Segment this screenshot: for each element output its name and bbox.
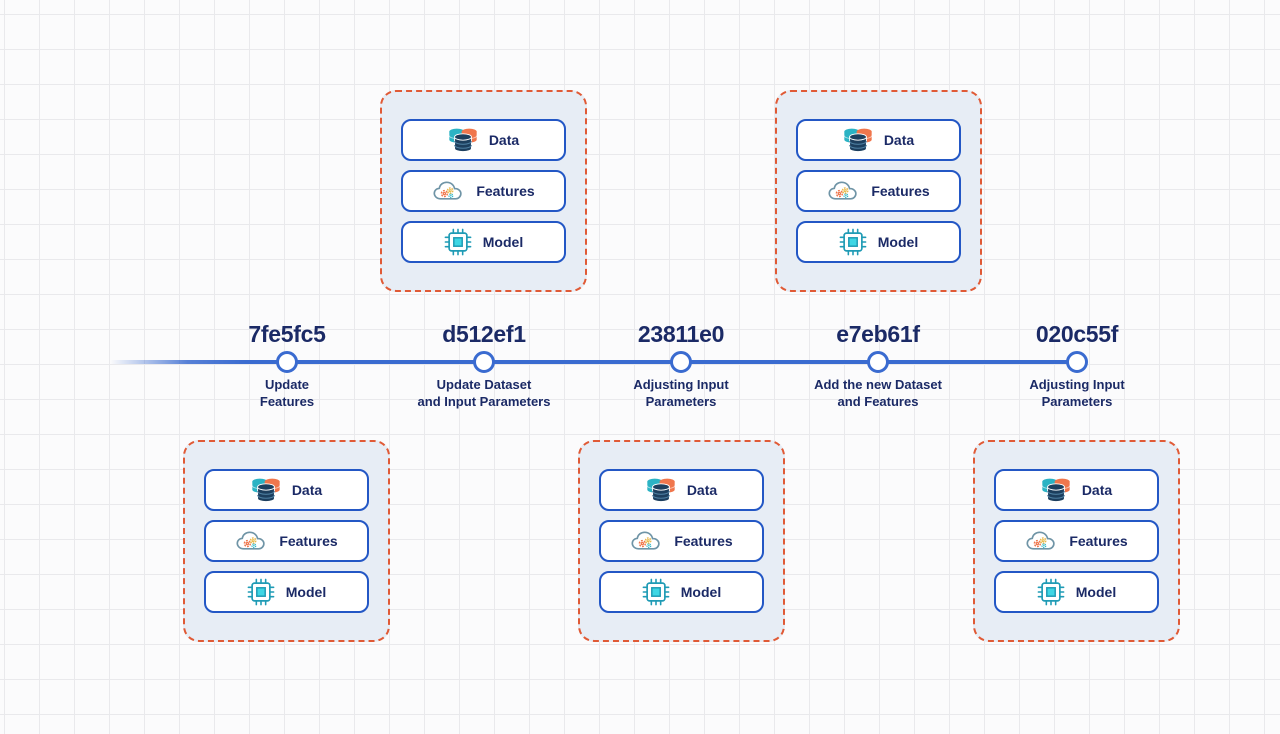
card-item-label: Features [1069,533,1128,549]
card-item-model: Model [401,221,566,263]
cpu-chip-icon [444,228,472,256]
card-item-label: Model [680,584,722,600]
commit-description: Adjusting Input Parameters [1029,377,1125,409]
card-item-model: Model [796,221,961,263]
card-item-label: Model [285,584,327,600]
cpu-chip-icon [642,578,670,606]
commit-description: Add the new Dataset and Features [814,377,942,409]
card-item-label: Data [488,132,520,148]
card-item-label: Features [279,533,338,549]
cloud-gears-icon [432,179,465,203]
pipeline-card: Data Features Model [578,440,785,642]
card-item-label: Data [883,132,915,148]
card-item-label: Features [674,533,733,549]
card-item-data: Data [204,469,369,511]
pipeline-card: Data Features Model [775,90,982,292]
commit-hash-label: e7eb61f [836,321,920,347]
commit-hash-label: d512ef1 [442,321,526,347]
card-item-features: Features [599,520,764,562]
card-item-label: Model [482,234,524,250]
cloud-gears-icon [827,179,860,203]
cloud-gears-icon [630,529,663,553]
card-item-label: Data [686,482,718,498]
pipeline-card: Data Features Model [183,440,390,642]
cpu-chip-icon [839,228,867,256]
commit-node [473,351,495,373]
card-item-label: Data [291,482,323,498]
cloud-gears-icon [1025,529,1058,553]
commit-node [867,351,889,373]
cloud-gears-icon [235,529,268,553]
timeline-line [110,360,1078,364]
database-icon [448,127,478,154]
card-item-label: Model [1075,584,1117,600]
card-item-data: Data [994,469,1159,511]
card-item-model: Model [994,571,1159,613]
commit-description: Adjusting Input Parameters [633,377,729,409]
card-item-data: Data [401,119,566,161]
commit-node [1066,351,1088,373]
database-icon [251,477,281,504]
commit-node [276,351,298,373]
card-item-data: Data [796,119,961,161]
card-item-label: Features [476,183,535,199]
database-icon [843,127,873,154]
card-item-model: Model [599,571,764,613]
pipeline-card: Data Features Model [380,90,587,292]
pipeline-card: Data Features Model [973,440,1180,642]
card-item-features: Features [401,170,566,212]
card-item-features: Features [204,520,369,562]
database-icon [1041,477,1071,504]
card-item-features: Features [994,520,1159,562]
card-item-data: Data [599,469,764,511]
commit-description: Update Dataset and Input Parameters [417,377,551,409]
commit-node [670,351,692,373]
card-item-model: Model [204,571,369,613]
commit-description: Update Features [259,377,315,409]
cpu-chip-icon [1037,578,1065,606]
card-item-label: Model [877,234,919,250]
cpu-chip-icon [247,578,275,606]
card-item-label: Data [1081,482,1113,498]
database-icon [646,477,676,504]
card-item-features: Features [796,170,961,212]
commit-hash-label: 7fe5fc5 [248,321,326,347]
card-item-label: Features [871,183,930,199]
commit-hash-label: 020c55f [1035,321,1119,347]
commit-hash-label: 23811e0 [637,321,725,347]
